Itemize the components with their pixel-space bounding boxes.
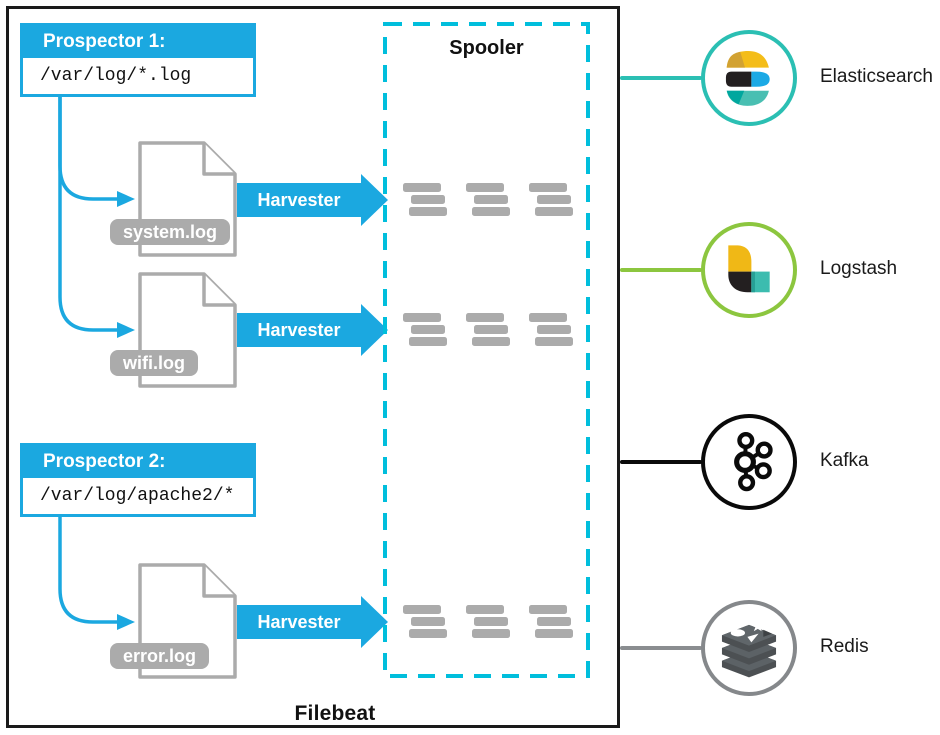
file-label-errorlog: error.log	[110, 643, 210, 669]
file-label-systemlog: system.log	[110, 219, 231, 245]
elasticsearch-icon	[725, 50, 770, 106]
queued-events-icon	[466, 183, 512, 219]
prospector-1-path: /var/log/*.log	[23, 58, 253, 94]
prospector-1-title: Prospector 1:	[23, 26, 253, 58]
filebeat-label: Filebeat	[294, 702, 376, 725]
harvester-arrow: Harvester	[237, 596, 388, 648]
file-label-wifilog: wifi.log	[110, 350, 198, 376]
output-label-logstash: Logstash	[820, 258, 898, 279]
redis-logo-circle	[701, 600, 797, 696]
queued-events-icon	[466, 605, 512, 641]
output-label-kafka: Kafka	[820, 450, 869, 471]
harvester-label: Harvester	[257, 190, 340, 210]
prospector-2-path: /var/log/apache2/*	[23, 478, 253, 514]
harvester-arrow: Harvester	[237, 174, 388, 226]
harvester-arrow: Harvester	[237, 304, 388, 356]
kafka-icon	[734, 431, 773, 492]
prospector-1-box: Prospector 1: /var/log/*.log	[20, 23, 256, 97]
elasticsearch-connector-line	[620, 76, 702, 80]
logstash-connector-line	[620, 268, 702, 272]
queued-events-icon	[403, 313, 449, 349]
queued-events-icon	[529, 605, 575, 641]
kafka-connector-line	[620, 460, 702, 464]
queued-events-icon	[529, 183, 575, 219]
queued-events-icon	[466, 313, 512, 349]
output-label-redis: Redis	[820, 636, 869, 657]
redis-connector-line	[620, 646, 702, 650]
prospector-2-box: Prospector 2: /var/log/apache2/*	[20, 443, 256, 517]
harvester-label: Harvester	[257, 320, 340, 340]
spooler-title: Spooler	[449, 37, 524, 59]
redis-icon	[721, 620, 777, 678]
spooler-box: Spooler	[383, 22, 590, 678]
harvester-label: Harvester	[257, 612, 340, 632]
queued-events-icon	[529, 313, 575, 349]
logstash-icon	[728, 245, 770, 293]
queued-events-icon	[403, 183, 449, 219]
logstash-logo-circle	[701, 222, 797, 318]
output-label-elasticsearch: Elasticsearch	[820, 66, 933, 87]
elasticsearch-logo-circle	[701, 30, 797, 126]
kafka-logo-circle	[701, 414, 797, 510]
prospector-2-title: Prospector 2:	[23, 446, 253, 478]
queued-events-icon	[403, 605, 449, 641]
spooler-dashed-border	[383, 22, 590, 678]
